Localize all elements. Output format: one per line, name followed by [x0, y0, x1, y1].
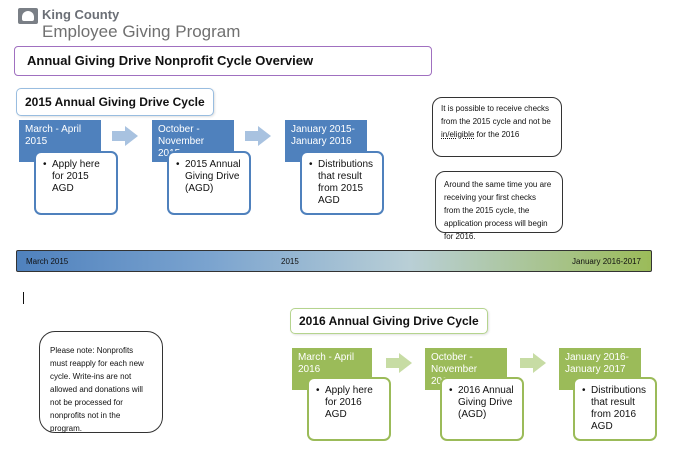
text-cursor[interactable]	[23, 292, 24, 304]
bullet-icon: •	[309, 159, 313, 170]
note-eligibility-text-post: for the 2016	[474, 130, 520, 139]
page-title: Annual Giving Drive Nonprofit Cycle Over…	[27, 53, 314, 68]
note-eligibility-text-pre: It is possible to receive checks from th…	[441, 104, 551, 126]
program-name: Employee Giving Program	[42, 22, 241, 41]
stage-2016-drive-detail: 2016 Annual Giving Drive (AGD)	[458, 385, 514, 420]
note-eligibility-underlined: in/eligible	[441, 130, 475, 139]
stage-2015-distribution-detail: Distributions that result from 2015 AGD	[318, 159, 374, 206]
cycle-2016-label: 2016 Annual Giving Drive Cycle	[290, 308, 488, 334]
timeline-start-label: March 2015	[26, 257, 69, 266]
arrow-right-icon	[520, 353, 546, 373]
king-county-logo-icon	[18, 8, 38, 24]
arrow-right-icon	[386, 353, 412, 373]
arrow-right-icon	[112, 126, 138, 146]
note-reapply: Please note: Nonprofits must reapply for…	[39, 331, 163, 433]
stage-2016-distribution-detail: Distributions that result from 2016 AGD	[591, 385, 647, 432]
bullet-icon: •	[316, 385, 320, 396]
bullet-icon: •	[582, 385, 586, 396]
bullet-icon: •	[43, 159, 47, 170]
timeline-center-label: 2015	[281, 257, 299, 266]
stage-2015-distribution-card: • Distributions that result from 2015 AG…	[300, 151, 384, 215]
stage-2016-distribution-card: • Distributions that result from 2016 AG…	[573, 377, 657, 441]
stage-2015-drive-detail: 2015 Annual Giving Drive (AGD)	[185, 159, 241, 194]
note-application-timing: Around the same time you are receiving y…	[435, 171, 563, 241]
arrow-right-icon	[245, 126, 271, 146]
timeline-end-label: January 2016-2017	[572, 257, 641, 266]
org-name: King County	[42, 7, 120, 22]
bullet-icon: •	[176, 159, 180, 170]
stage-2015-apply-card: • Apply here for 2015 AGD	[34, 151, 118, 215]
stage-2015-apply-detail: Apply here for 2015 AGD	[52, 159, 100, 194]
note-eligibility: It is possible to receive checks from th…	[432, 97, 562, 157]
stage-2016-apply-card: • Apply here for 2016 AGD	[307, 377, 391, 441]
title-box: Annual Giving Drive Nonprofit Cycle Over…	[14, 46, 432, 76]
stage-2016-apply-detail: Apply here for 2016 AGD	[325, 385, 373, 420]
stage-2016-drive-card: • 2016 Annual Giving Drive (AGD)	[440, 377, 524, 441]
stage-2015-drive-card: • 2015 Annual Giving Drive (AGD)	[167, 151, 251, 215]
bullet-icon: •	[449, 385, 453, 396]
cycle-2015-label: 2015 Annual Giving Drive Cycle	[16, 88, 214, 116]
timeline-bar: March 2015 2015 January 2016-2017	[16, 250, 652, 272]
